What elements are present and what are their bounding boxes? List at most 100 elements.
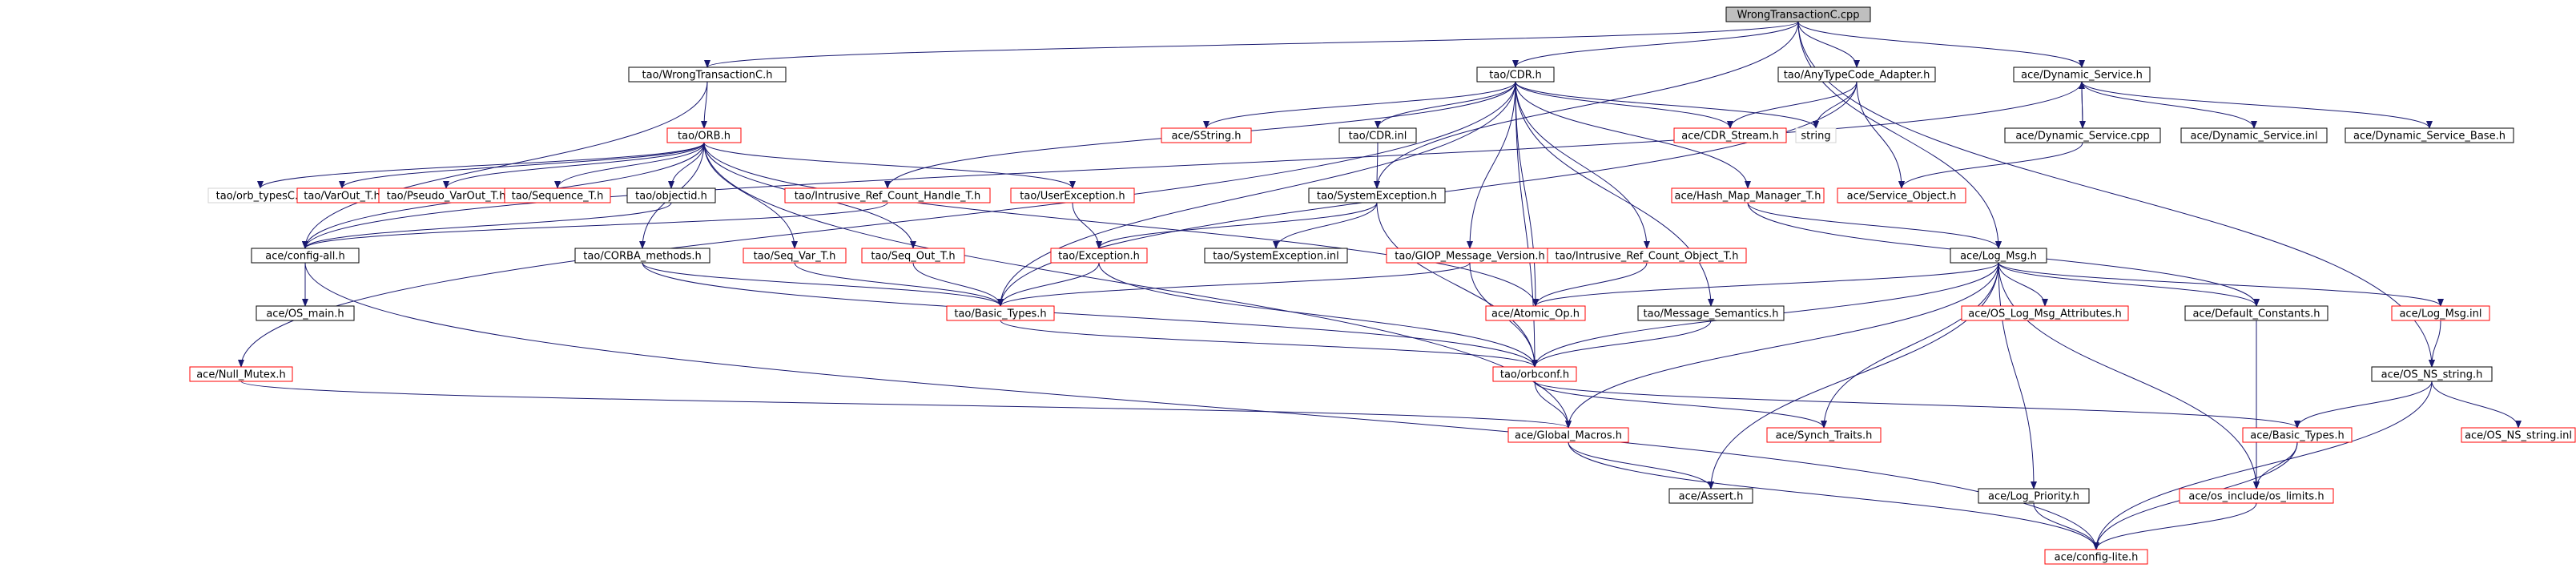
node-box-assert_h[interactable] — [1668, 488, 1753, 504]
node-box-message_semantics[interactable] — [1637, 305, 1785, 321]
node-assert_h[interactable]: ace/Assert.h — [1668, 488, 1753, 504]
node-box-hash_map_manager[interactable] — [1671, 187, 1825, 203]
node-intrusive_ref_object[interactable]: tao/Intrusive_Ref_Count_Object_T.h — [1547, 248, 1747, 264]
node-string[interactable]: string — [1795, 127, 1837, 143]
node-cdr_h[interactable]: tao/CDR.h — [1476, 66, 1555, 83]
node-sequence_t[interactable]: tao/Sequence_T.h — [504, 187, 611, 203]
node-userexception[interactable]: tao/UserException.h — [1010, 187, 1135, 203]
node-service_object[interactable]: ace/Service_Object.h — [1837, 187, 1966, 203]
node-orb_typesc[interactable]: tao/orb_typesC.h — [207, 187, 313, 203]
node-box-dyn_service[interactable] — [2013, 66, 2151, 83]
node-box-cdr_stream[interactable] — [1673, 127, 1787, 143]
node-box-seq_var[interactable] — [743, 248, 847, 264]
node-box-any_adapter[interactable] — [1777, 66, 1936, 83]
node-log_priority[interactable]: ace/Log_Priority.h — [1978, 488, 2090, 504]
node-corba_methods[interactable]: tao/CORBA_methods.h — [574, 248, 710, 264]
node-log_msg[interactable]: ace/Log_Msg.h — [1950, 248, 2047, 264]
node-seq_var[interactable]: tao/Seq_Var_T.h — [743, 248, 847, 264]
node-box-systemexception[interactable] — [1308, 187, 1446, 203]
node-box-null_mutex[interactable] — [189, 366, 293, 382]
node-atomic_op[interactable]: ace/Atomic_Op.h — [1485, 305, 1586, 321]
node-box-wtc_h[interactable] — [628, 66, 787, 83]
node-box-objectid[interactable] — [626, 187, 716, 203]
edge-cdr_inl-to-systemexception — [1374, 142, 1381, 189]
node-box-config_all[interactable] — [251, 248, 360, 264]
node-box-service_object[interactable] — [1837, 187, 1966, 203]
node-wtc_h[interactable]: tao/WrongTransactionC.h — [628, 66, 787, 83]
node-global_macros[interactable]: ace/Global_Macros.h — [1507, 427, 1629, 443]
node-box-os_main[interactable] — [256, 305, 355, 321]
node-box-root[interactable] — [1725, 6, 1871, 22]
node-box-orbconf[interactable] — [1492, 366, 1577, 382]
node-box-os_ns_string_inl[interactable] — [2461, 427, 2576, 443]
node-box-os_ns_string[interactable] — [2371, 366, 2493, 382]
node-box-cdr_h[interactable] — [1476, 66, 1555, 83]
node-message_semantics[interactable]: tao/Message_Semantics.h — [1637, 305, 1785, 321]
node-config_all[interactable]: ace/config-all.h — [251, 248, 360, 264]
node-dyn_service_base[interactable]: ace/Dynamic_Service_Base.h — [2345, 127, 2514, 143]
node-hash_map_manager[interactable]: ace/Hash_Map_Manager_T.h — [1671, 187, 1825, 203]
node-box-dyn_service_inl[interactable] — [2180, 127, 2328, 143]
node-box-string[interactable] — [1795, 127, 1837, 143]
node-box-cdr_inl[interactable] — [1338, 127, 1417, 143]
node-box-log_msg_inl[interactable] — [2391, 305, 2490, 321]
node-objectid[interactable]: tao/objectid.h — [626, 187, 716, 203]
node-box-corba_methods[interactable] — [574, 248, 710, 264]
node-orb_h[interactable]: tao/ORB.h — [666, 127, 742, 143]
edge-wtc_h-to-orb_h — [701, 81, 708, 129]
node-os_limits[interactable]: ace/os_include/os_limits.h — [2179, 488, 2334, 504]
edge-message_semantics-to-orbconf — [1532, 320, 1712, 368]
node-any_adapter[interactable]: tao/AnyTypeCode_Adapter.h — [1777, 66, 1936, 83]
node-box-basic_types_ace[interactable] — [2242, 427, 2353, 443]
edge-cdr_h-to-string — [1515, 81, 1819, 129]
node-box-global_macros[interactable] — [1507, 427, 1629, 443]
node-basic_types_tao[interactable]: tao/Basic_Types.h — [946, 305, 1055, 321]
node-synch_traits[interactable]: ace/Synch_Traits.h — [1766, 427, 1882, 443]
node-default_constants[interactable]: ace/Default_Constants.h — [2184, 305, 2328, 321]
node-dyn_service_cpp[interactable]: ace/Dynamic_Service.cpp — [2004, 127, 2161, 143]
node-box-exception_h[interactable] — [1050, 248, 1148, 264]
node-seq_out[interactable]: tao/Seq_Out_T.h — [861, 248, 965, 264]
node-root[interactable]: WrongTransactionC.cpp — [1725, 6, 1871, 22]
node-dyn_service_inl[interactable]: ace/Dynamic_Service.inl — [2180, 127, 2328, 143]
node-intrusive_ref_handle[interactable]: tao/Intrusive_Ref_Count_Handle_T.h — [784, 187, 991, 203]
node-systemexception[interactable]: tao/SystemException.h — [1308, 187, 1446, 203]
node-box-dyn_service_cpp[interactable] — [2004, 127, 2161, 143]
node-os_main[interactable]: ace/OS_main.h — [256, 305, 355, 321]
node-log_msg_inl[interactable]: ace/Log_Msg.inl — [2391, 305, 2490, 321]
node-giop_version[interactable]: tao/GIOP_Message_Version.h — [1386, 248, 1554, 264]
node-box-default_constants[interactable] — [2184, 305, 2328, 321]
node-box-sysexc_inl[interactable] — [1204, 248, 1348, 264]
node-box-atomic_op[interactable] — [1485, 305, 1586, 321]
node-box-sstring[interactable] — [1161, 127, 1252, 143]
node-os_ns_string_inl[interactable]: ace/OS_NS_string.inl — [2461, 427, 2576, 443]
node-exception_h[interactable]: tao/Exception.h — [1050, 248, 1148, 264]
node-cdr_stream[interactable]: ace/CDR_Stream.h — [1673, 127, 1787, 143]
node-box-seq_out[interactable] — [861, 248, 965, 264]
node-os_log_msg_attr[interactable]: ace/OS_Log_Msg_Attributes.h — [1961, 305, 2129, 321]
node-box-orb_h[interactable] — [666, 127, 742, 143]
node-box-basic_types_tao[interactable] — [946, 305, 1055, 321]
node-sstring[interactable]: ace/SString.h — [1161, 127, 1252, 143]
node-null_mutex[interactable]: ace/Null_Mutex.h — [189, 366, 293, 382]
node-box-log_msg[interactable] — [1950, 248, 2047, 264]
node-os_ns_string[interactable]: ace/OS_NS_string.h — [2371, 366, 2493, 382]
node-varout[interactable]: tao/VarOut_T.h — [296, 187, 388, 203]
node-box-sequence_t[interactable] — [504, 187, 611, 203]
node-config_lite[interactable]: ace/config-lite.h — [2044, 549, 2148, 565]
node-orbconf[interactable]: tao/orbconf.h — [1492, 366, 1577, 382]
node-box-intrusive_ref_handle[interactable] — [784, 187, 991, 203]
node-box-config_lite[interactable] — [2044, 549, 2148, 565]
node-box-synch_traits[interactable] — [1766, 427, 1882, 443]
node-cdr_inl[interactable]: tao/CDR.inl — [1338, 127, 1417, 143]
node-box-os_limits[interactable] — [2179, 488, 2334, 504]
node-pseudo_varout[interactable]: tao/Pseudo_VarOut_T.h — [378, 187, 514, 203]
node-box-userexception[interactable] — [1010, 187, 1135, 203]
node-box-intrusive_ref_object[interactable] — [1547, 248, 1747, 264]
node-basic_types_ace[interactable]: ace/Basic_Types.h — [2242, 427, 2353, 443]
node-box-os_log_msg_attr[interactable] — [1961, 305, 2129, 321]
node-box-log_priority[interactable] — [1978, 488, 2090, 504]
node-box-dyn_service_base[interactable] — [2345, 127, 2514, 143]
node-dyn_service[interactable]: ace/Dynamic_Service.h — [2013, 66, 2151, 83]
node-sysexc_inl[interactable]: tao/SystemException.inl — [1204, 248, 1348, 264]
